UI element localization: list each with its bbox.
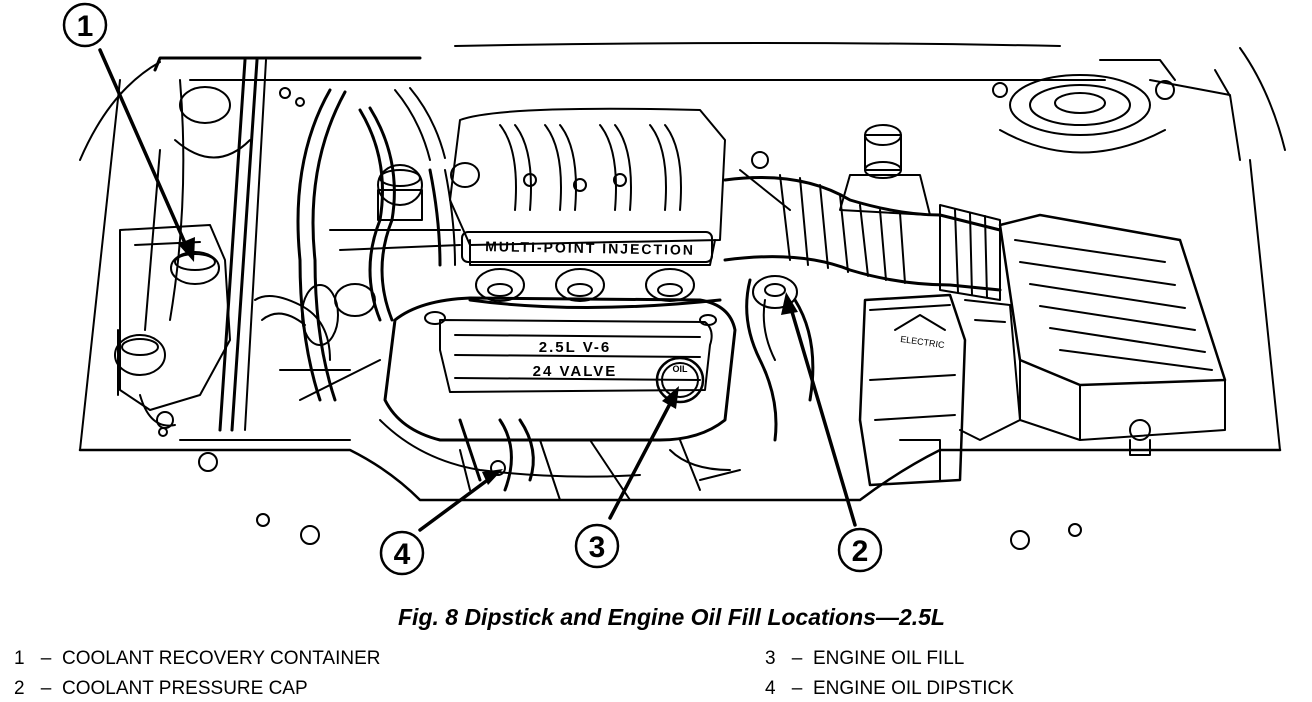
air-intake-duct [723, 174, 1002, 301]
svg-text:3: 3 [589, 531, 606, 564]
front-wiring-harness [379, 418, 741, 501]
callout-4: 4 [379, 530, 425, 576]
hood-outline [79, 42, 1286, 161]
legend-item-3: 3–ENGINE OIL FILL [765, 648, 964, 670]
hood-prop-rods [218, 58, 267, 432]
callout-arrows [98, 48, 857, 532]
legend-text: COOLANT RECOVERY CONTAINER [62, 648, 381, 669]
multi-point-injection-label: MULTI-POINT INJECTION [485, 238, 695, 258]
oil-fill-cap [655, 356, 705, 404]
engine-compartment-diagram: MULTI-POINT INJECTION [62, 2, 1286, 576]
left-hoses [254, 87, 446, 402]
battery-label: ELECTRIC [900, 334, 946, 350]
air-cleaner-box [998, 213, 1227, 441]
oil-cap-label: OIL [673, 364, 689, 374]
legend-number: 2 [14, 678, 25, 699]
legend-number: 1 [14, 648, 25, 669]
legend-text: ENGINE OIL FILL [813, 648, 965, 669]
left-component-cluster [329, 162, 480, 317]
right-strut-tower [992, 69, 1241, 161]
legend-number: 4 [765, 678, 776, 699]
callout-1: 1 [62, 2, 108, 48]
figure-caption: Fig. 8 Dipstick and Engine Oil Fill Loca… [398, 604, 945, 630]
intake-manifold [428, 107, 726, 267]
svg-text:4: 4 [394, 538, 411, 571]
callout-3: 3 [574, 523, 620, 569]
valve-cover [383, 296, 737, 442]
legend-dash: – [40, 648, 52, 669]
legend-item-4: 4–ENGINE OIL DIPSTICK [765, 678, 1014, 700]
coolant-recovery-container [114, 224, 231, 427]
legend-item-2: 2–COOLANT PRESSURE CAP [14, 678, 308, 700]
legend-dash: – [791, 678, 803, 699]
valve-count-label: 24 VALVE [533, 363, 618, 380]
ignition-coils [468, 268, 722, 309]
brake-master-cylinder [739, 124, 931, 216]
legend-dash: – [40, 678, 52, 699]
legend-number: 3 [765, 648, 776, 669]
svg-text:2: 2 [852, 535, 869, 568]
svg-text:1: 1 [77, 10, 94, 43]
radiator-support [78, 79, 1282, 550]
displacement-label: 2.5L V-6 [539, 339, 611, 356]
power-distribution-center [858, 293, 1021, 487]
legend-dash: – [791, 648, 803, 669]
legend-item-1: 1–COOLANT RECOVERY CONTAINER [14, 648, 381, 670]
left-strut-tower [144, 79, 305, 331]
legend-text: COOLANT PRESSURE CAP [62, 678, 308, 699]
callout-2: 2 [837, 527, 883, 573]
legend-text: ENGINE OIL DIPSTICK [813, 678, 1014, 699]
coolant-pressure-cap [745, 275, 815, 442]
